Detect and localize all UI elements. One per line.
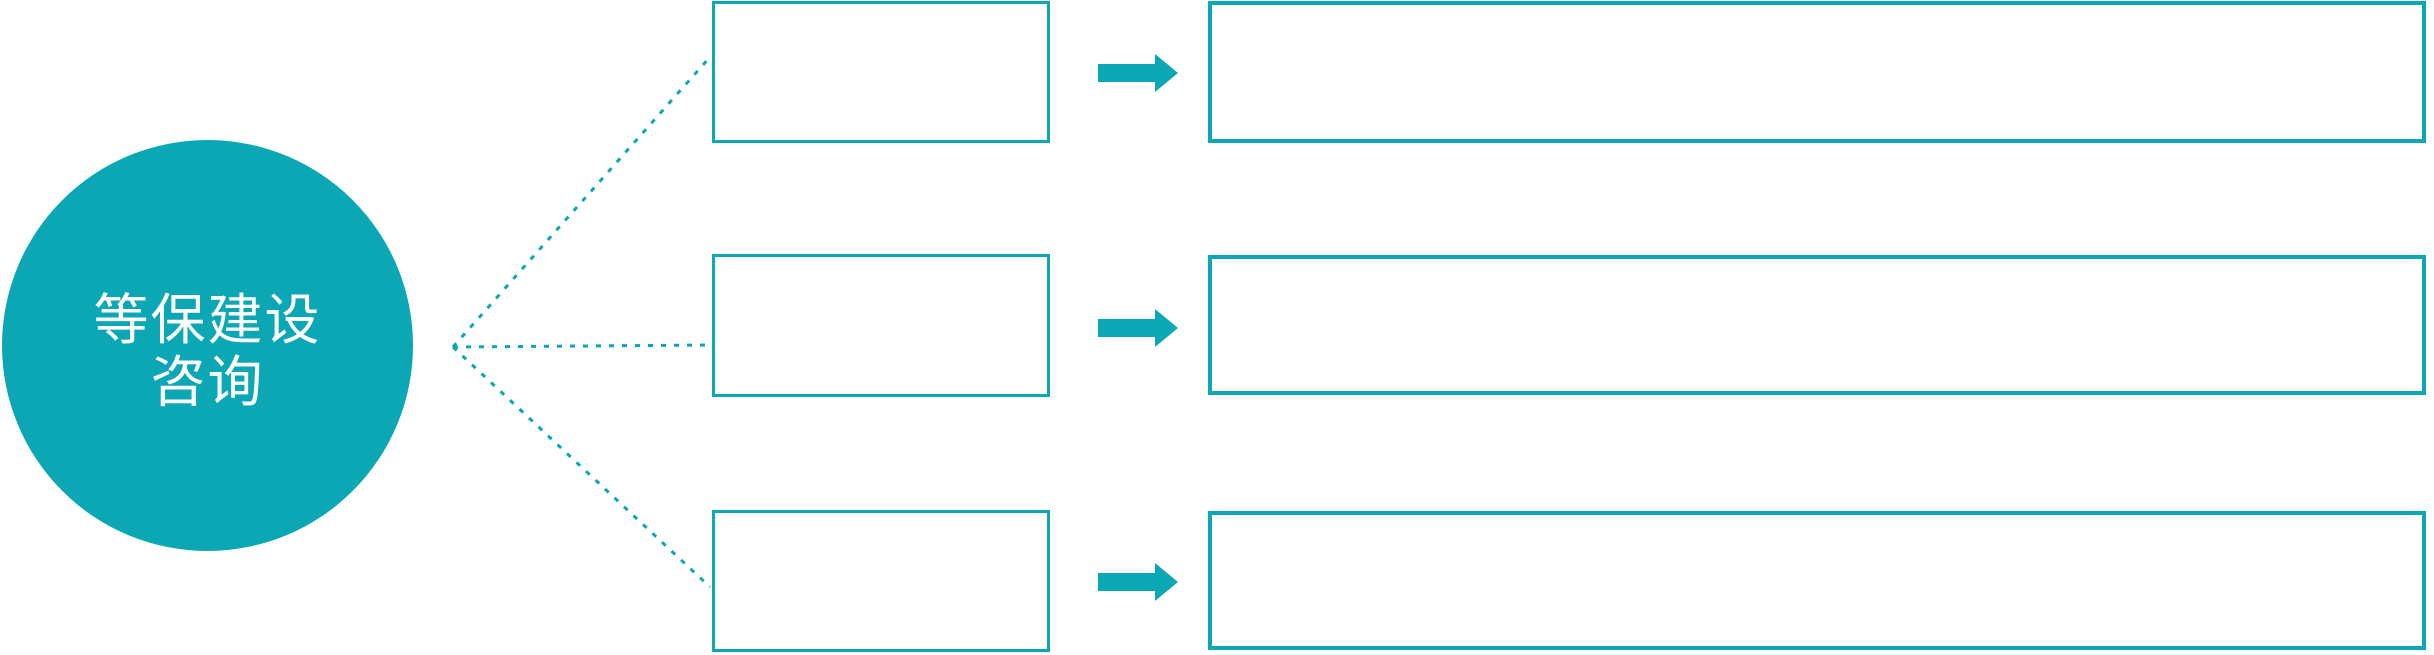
connector-line-top (451, 56, 712, 348)
big-box-1 (1208, 1, 2426, 143)
hub-label-line1: 等保建设 (93, 288, 322, 351)
arrow-right-icon (1098, 563, 1178, 601)
small-box-2 (712, 254, 1050, 397)
connector-line-bottom (451, 345, 712, 589)
big-box-3 (1208, 511, 2426, 650)
hub-circle: 等保建设 咨询 (2, 140, 413, 551)
big-box-2 (1208, 255, 2426, 395)
arrow-right-icon (1098, 309, 1178, 347)
arrow-right-icon (1098, 54, 1178, 92)
hub-label-line2: 咨询 (150, 350, 265, 413)
small-box-3 (712, 510, 1050, 652)
connector-line-middle (452, 343, 711, 349)
small-box-1 (712, 1, 1050, 143)
